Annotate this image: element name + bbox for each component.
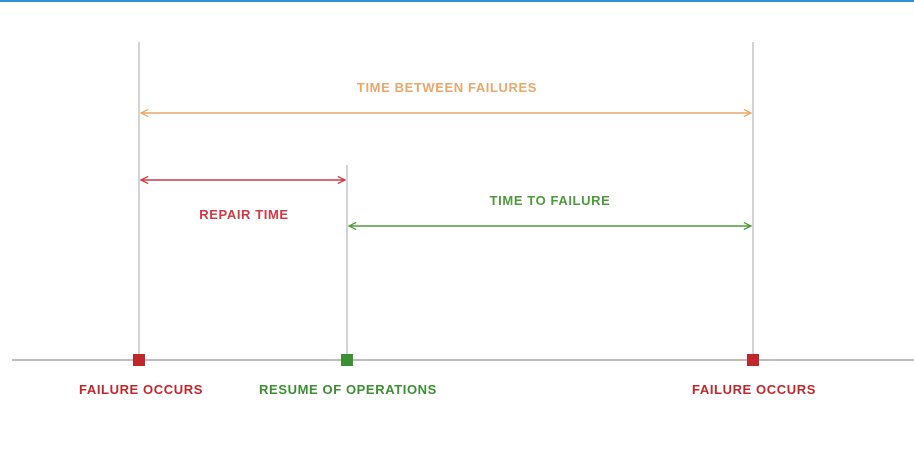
resume-label: RESUME OF OPERATIONS bbox=[259, 382, 437, 397]
second-failure-marker bbox=[747, 354, 759, 366]
first-failure-label: FAILURE OCCURS bbox=[79, 382, 203, 397]
first-failure-marker bbox=[133, 354, 145, 366]
time-to-failure-label: TIME TO FAILURE bbox=[489, 193, 611, 208]
repair-time-label: REPAIR TIME bbox=[199, 207, 289, 222]
time-between-failures-label: TIME BETWEEN FAILURES bbox=[356, 80, 538, 95]
second-failure-label: FAILURE OCCURS bbox=[692, 382, 816, 397]
resume-marker bbox=[341, 354, 353, 366]
top-accent-border bbox=[0, 0, 914, 2]
